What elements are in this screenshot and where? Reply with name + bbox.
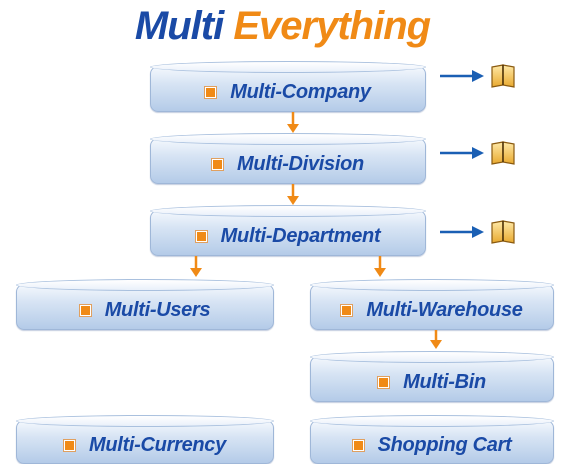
node-multi-users[interactable]: Multi-Users	[16, 279, 274, 330]
node-label: Multi-Currency	[89, 433, 226, 456]
link-arrow-division	[440, 147, 484, 159]
node-multi-currency[interactable]: Multi-Currency	[16, 415, 274, 464]
node-label: Multi-Division	[237, 152, 364, 175]
connector-department-warehouse	[374, 256, 386, 277]
connector-department-users	[190, 256, 202, 277]
bullet-icon	[378, 376, 390, 388]
node-multi-bin[interactable]: Multi-Bin	[310, 351, 554, 402]
bullet-icon	[195, 230, 207, 242]
node-multi-company[interactable]: Multi-Company	[150, 61, 426, 112]
node-multi-department[interactable]: Multi-Department	[150, 205, 426, 256]
node-shopping-cart[interactable]: Shopping Cart	[310, 415, 554, 464]
node-label: Multi-Department	[220, 224, 381, 247]
node-label: Multi-Bin	[403, 370, 486, 393]
node-label: Multi-Company	[230, 80, 371, 103]
node-multi-warehouse[interactable]: Multi-Warehouse	[310, 279, 554, 330]
node-label: Multi-Warehouse	[366, 298, 523, 321]
bullet-icon	[79, 304, 91, 316]
bullet-icon	[352, 439, 364, 451]
connector-company-division	[287, 112, 299, 133]
book-icon[interactable]	[491, 64, 515, 88]
book-icon[interactable]	[491, 220, 515, 244]
title-part-multi: Multi	[134, 4, 224, 48]
node-label: Shopping Cart	[377, 433, 512, 456]
bullet-icon	[205, 86, 217, 98]
book-icon[interactable]	[491, 141, 515, 165]
page-title: Multi Everything	[0, 2, 565, 50]
bullet-icon	[64, 439, 76, 451]
title-part-everything: Everything	[233, 4, 431, 48]
node-label: Multi-Users	[104, 298, 211, 321]
link-arrow-department	[440, 226, 484, 238]
connector-division-department	[287, 184, 299, 205]
link-arrow-company	[440, 70, 484, 82]
bullet-icon	[341, 304, 353, 316]
node-multi-division[interactable]: Multi-Division	[150, 133, 426, 184]
connector-warehouse-bin	[430, 330, 442, 349]
bullet-icon	[212, 158, 224, 170]
